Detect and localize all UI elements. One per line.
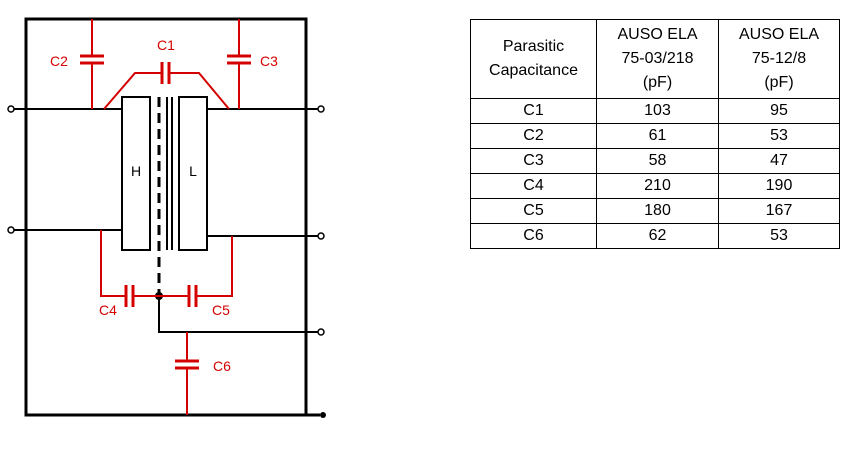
header-line: Parasitic xyxy=(502,38,565,55)
table-header-row: Parasitic Capacitance AUSO ELA 75-03/218… xyxy=(470,19,840,99)
header-auso-ela-75-12-8: AUSO ELA 75-12/8 (pF) xyxy=(718,19,840,99)
cell-value-75-12-8: 190 xyxy=(718,173,840,199)
terminal-h1 xyxy=(7,105,15,113)
cell-value-75-12-8: 53 xyxy=(718,123,840,149)
cell-value-75-03-218: 61 xyxy=(596,123,719,149)
cell-value-75-03-218: 210 xyxy=(596,173,719,199)
winding-l-label: L xyxy=(189,163,197,179)
cell-capacitor: C5 xyxy=(470,198,597,224)
header-line: (pF) xyxy=(642,74,673,91)
terminal-l1 xyxy=(317,105,325,113)
winding-h-label: H xyxy=(131,163,141,179)
transformer-circuit-diagram: H L C2 C3 C1 C4 C5 C6 xyxy=(7,17,326,418)
header-line: (pF) xyxy=(764,74,794,91)
table-row: C2 61 53 xyxy=(470,123,840,149)
cell-capacitor: C4 xyxy=(470,173,597,199)
terminal-h2 xyxy=(7,226,15,234)
cell-value-75-03-218: 62 xyxy=(596,223,719,249)
header-line: 75-12/8 xyxy=(751,50,807,67)
cell-value-75-03-218: 58 xyxy=(596,148,719,174)
terminal-l2 xyxy=(317,232,325,240)
cell-capacitor: C6 xyxy=(470,223,597,249)
header-line: AUSO ELA xyxy=(738,26,820,43)
cell-capacitor: C3 xyxy=(470,148,597,174)
header-line: Capacitance xyxy=(489,62,578,79)
cell-capacitor: C2 xyxy=(470,123,597,149)
c5-lead-right xyxy=(196,236,233,297)
c2-label: C2 xyxy=(50,53,68,69)
table-row: C1 103 95 xyxy=(470,98,840,124)
cell-capacitor: C1 xyxy=(470,98,597,124)
header-line: AUSO ELA xyxy=(617,26,698,43)
shield-lead xyxy=(158,296,318,333)
cell-value-75-12-8: 95 xyxy=(718,98,840,124)
c1-lead-left xyxy=(103,72,162,110)
table-row: C6 62 53 xyxy=(470,223,840,249)
cell-value-75-12-8: 167 xyxy=(718,198,840,224)
table-row: C3 58 47 xyxy=(470,148,840,174)
c4-lead-left xyxy=(100,230,126,297)
c4-label: C4 xyxy=(99,302,117,318)
c6-label: C6 xyxy=(213,358,231,374)
c5-label: C5 xyxy=(212,302,230,318)
c1-label: C1 xyxy=(157,37,175,53)
header-parasitic-capacitance: Parasitic Capacitance xyxy=(470,19,597,99)
ground-terminal xyxy=(320,412,326,418)
cell-value-75-03-218: 180 xyxy=(596,198,719,224)
terminal-shield xyxy=(317,328,325,336)
c3-label: C3 xyxy=(260,53,278,69)
c1-lead-right xyxy=(169,72,230,110)
cell-value-75-12-8: 47 xyxy=(718,148,840,174)
header-auso-ela-75-03-218: AUSO ELA 75-03/218 (pF) xyxy=(596,19,719,99)
table-row: C5 180 167 xyxy=(470,198,840,224)
enclosure-frame xyxy=(24,17,308,417)
table-row: C4 210 190 xyxy=(470,173,840,199)
winding-h xyxy=(121,96,151,251)
header-line: 75-03/218 xyxy=(621,50,694,67)
cell-value-75-12-8: 53 xyxy=(718,223,840,249)
parasitic-capacitance-table: Parasitic Capacitance AUSO ELA 75-03/218… xyxy=(470,19,840,249)
winding-l xyxy=(178,96,208,251)
cell-value-75-03-218: 103 xyxy=(596,98,719,124)
